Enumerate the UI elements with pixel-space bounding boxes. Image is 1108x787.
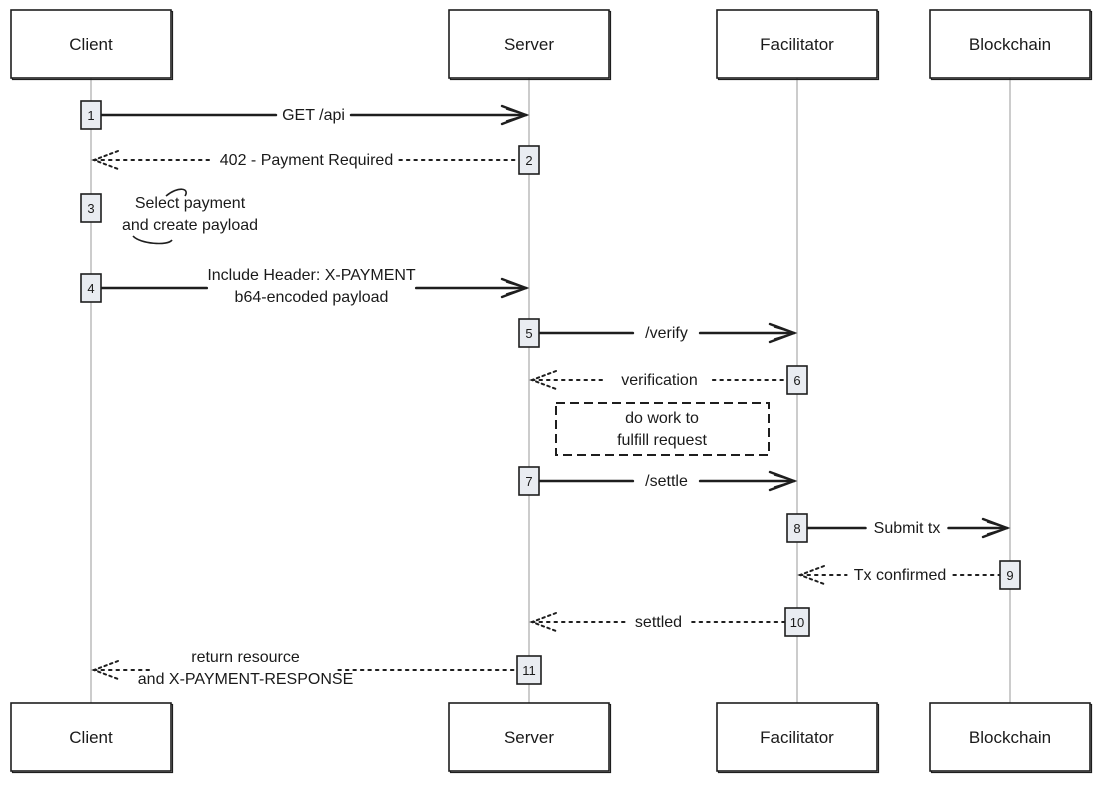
step-label: /verify	[645, 325, 688, 342]
step-number-box	[786, 513, 808, 543]
step-number: 10	[790, 615, 804, 630]
participant-label: Blockchain	[969, 728, 1051, 747]
participant-top-blockchain: Blockchain	[929, 9, 1093, 81]
step-label: 402 - Payment Required	[220, 152, 393, 169]
participant-label: Facilitator	[760, 35, 834, 54]
step-8: Submit tx 8	[786, 513, 1011, 543]
arrow-head	[797, 565, 825, 585]
arrow-head-inner	[505, 108, 529, 122]
arrow-head	[529, 612, 557, 632]
step-1: GET /api 1	[80, 100, 530, 130]
step-label: GET /api	[282, 107, 345, 124]
participant-bottom-client: Client	[10, 702, 174, 774]
step-number-box	[784, 607, 810, 637]
self-arrow-bottom	[132, 235, 173, 245]
step-number: 11	[522, 663, 536, 678]
arrow-head	[91, 660, 119, 680]
step-number-box	[518, 145, 540, 175]
step-2: 402 - Payment Required 2	[91, 145, 540, 175]
step-3: Select payment and create payload 3	[80, 188, 258, 245]
participant-label: Facilitator	[760, 728, 834, 747]
participant-top-client: Client	[10, 9, 174, 81]
participant-box	[929, 702, 1091, 772]
arrow-head-inner	[505, 281, 529, 295]
step-number-box	[80, 273, 102, 303]
step-label: and create payload	[122, 217, 258, 234]
step-number-box	[518, 318, 540, 348]
step-6: verification 6	[529, 365, 808, 395]
participant-top-server: Server	[448, 9, 612, 81]
step-label: /settle	[645, 473, 688, 490]
step-number: 7	[525, 474, 532, 489]
step-number: 4	[87, 281, 94, 296]
step-label: Tx confirmed	[854, 567, 946, 584]
step-label: return resource	[191, 649, 300, 666]
participant-box	[10, 702, 172, 772]
arrow-head	[529, 370, 557, 390]
step-label: verification	[621, 372, 697, 389]
step-number: 6	[793, 373, 800, 388]
step-4: Include Header: X-PAYMENT b64-encoded pay…	[80, 267, 530, 306]
step-label: Submit tx	[874, 520, 941, 537]
participant-top-facilitator: Facilitator	[716, 9, 880, 81]
step-7: /settle 7	[518, 466, 798, 496]
step-number: 9	[1006, 568, 1013, 583]
note-do-work: do work to fulfill request	[555, 402, 770, 456]
step-5: /verify 5	[518, 318, 798, 348]
participant-label: Blockchain	[969, 35, 1051, 54]
step-number: 1	[87, 108, 94, 123]
note-box	[555, 402, 770, 456]
participant-label: Server	[504, 35, 554, 54]
participant-box	[448, 9, 610, 79]
participant-box	[716, 9, 878, 79]
step-number-box	[786, 365, 808, 395]
step-label: b64-encoded payload	[235, 289, 389, 306]
arrow-head-inner	[773, 326, 797, 340]
step-10: settled 10	[529, 607, 810, 637]
step-number: 5	[525, 326, 532, 341]
participant-bottom-blockchain: Blockchain	[929, 702, 1093, 774]
participant-label: Client	[69, 35, 113, 54]
arrow-head	[91, 150, 119, 170]
arrow-head-inner	[773, 474, 797, 488]
step-9: Tx confirmed 9	[797, 560, 1021, 590]
step-number-box	[516, 655, 542, 685]
self-arrow-top	[165, 188, 187, 197]
arrow-head-inner	[986, 521, 1010, 535]
step-number: 2	[525, 153, 532, 168]
step-number-box	[80, 100, 102, 130]
step-number: 3	[87, 201, 94, 216]
participant-label: Server	[504, 728, 554, 747]
participant-box	[929, 9, 1091, 79]
step-number-box	[80, 193, 102, 223]
participant-bottom-server: Server	[448, 702, 612, 774]
step-number-box	[999, 560, 1021, 590]
participant-box	[448, 702, 610, 772]
step-number-box	[518, 466, 540, 496]
participant-box	[10, 9, 172, 79]
step-label: and X-PAYMENT-RESPONSE	[138, 671, 353, 688]
participant-label: Client	[69, 728, 113, 747]
note-label: do work to	[625, 410, 699, 427]
note-label: fulfill request	[617, 432, 707, 449]
participant-box	[716, 702, 878, 772]
step-label: Include Header: X-PAYMENT	[207, 267, 416, 284]
step-11: return resource and X-PAYMENT-RESPONSE 11	[91, 649, 542, 688]
step-label: settled	[635, 614, 682, 631]
participant-bottom-facilitator: Facilitator	[716, 702, 880, 774]
step-number: 8	[793, 521, 800, 536]
step-label: Select payment	[135, 195, 246, 212]
